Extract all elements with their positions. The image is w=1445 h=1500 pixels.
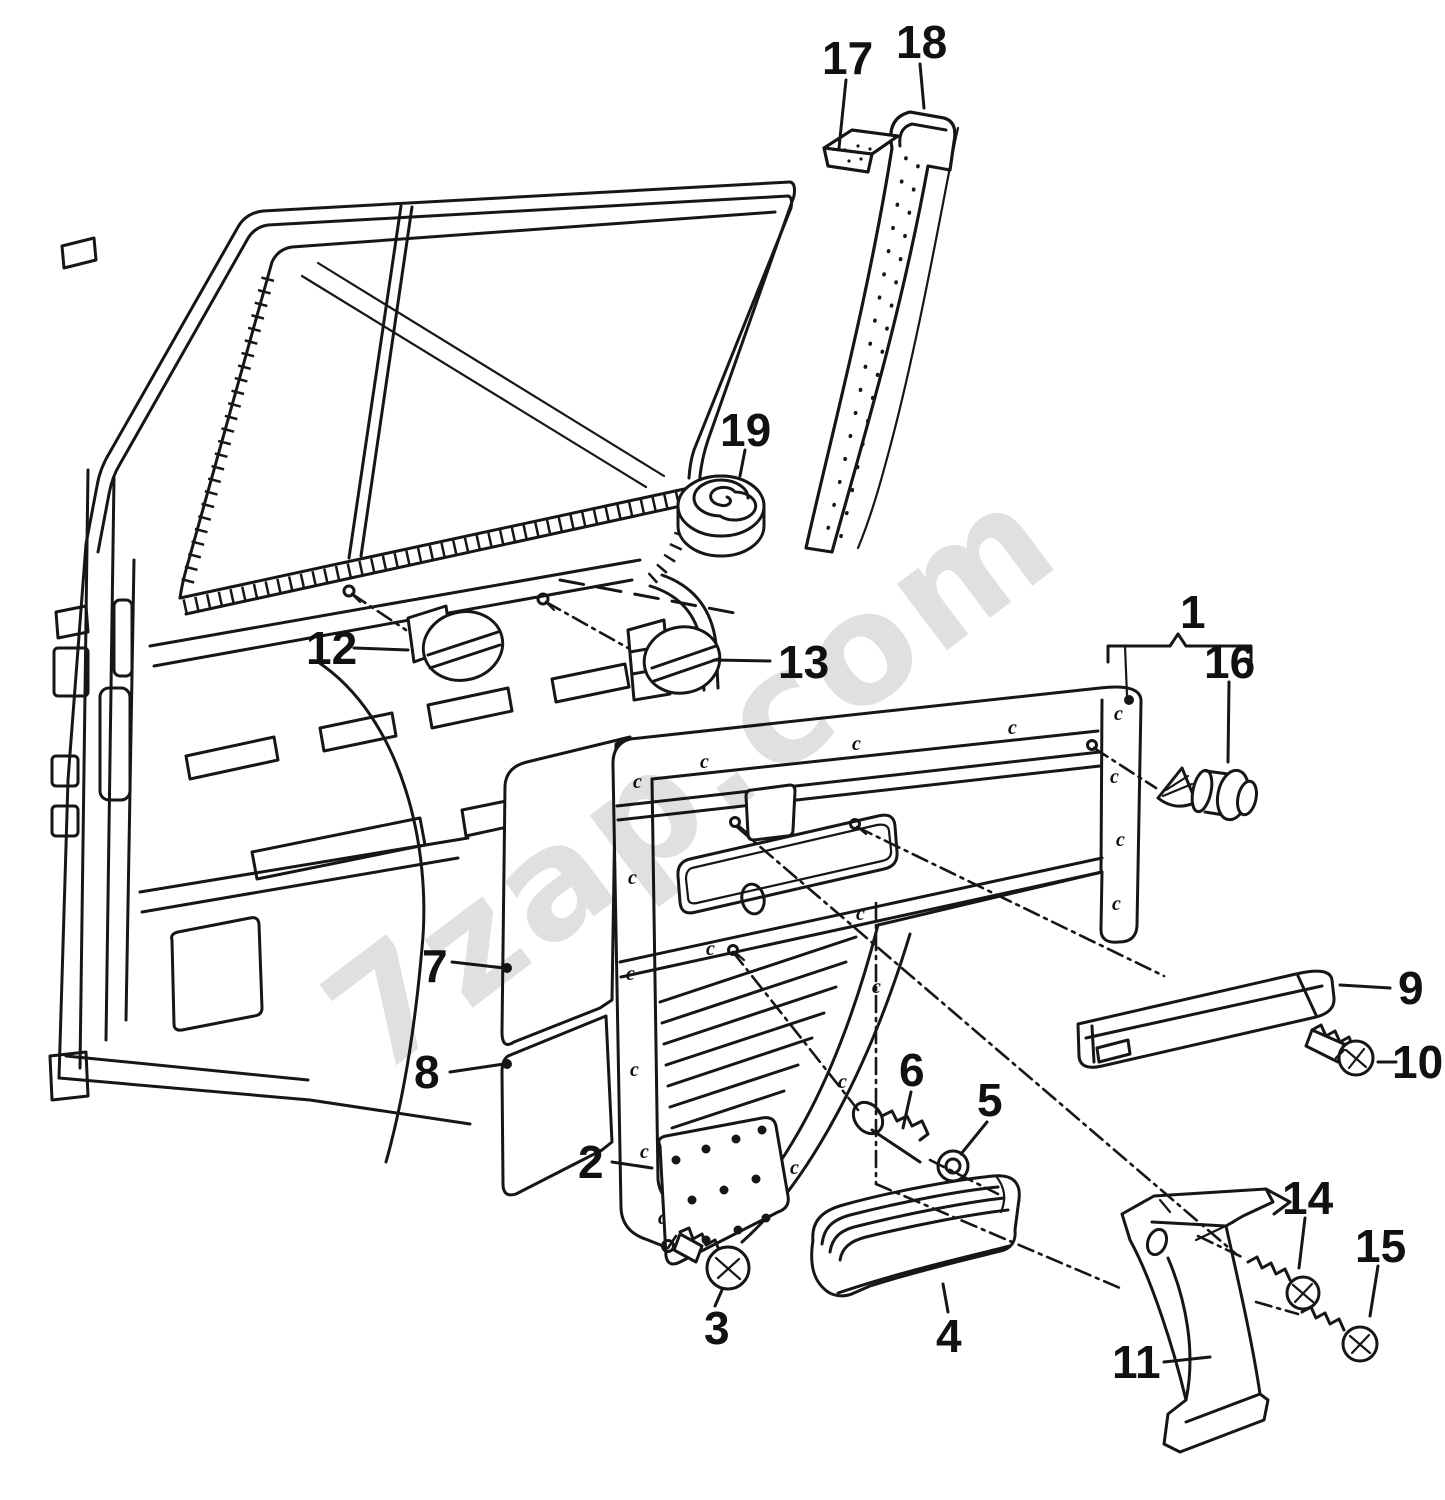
backing-panel-lower xyxy=(500,1014,614,1197)
callout-1: 1 xyxy=(1180,586,1206,638)
callout-13: 13 xyxy=(778,636,829,688)
callout-4: 4 xyxy=(936,1310,962,1362)
window-seal-roll xyxy=(676,474,766,558)
hole-marker: c xyxy=(1114,703,1123,725)
hole-marker: c xyxy=(1112,893,1121,915)
hole-marker: c xyxy=(790,1157,799,1179)
hole-marker: c xyxy=(838,1071,847,1093)
armrest-rail xyxy=(1076,969,1336,1069)
hole-marker: c xyxy=(628,867,637,889)
callout-1-bracket xyxy=(1106,632,1253,664)
screw-6 xyxy=(851,1100,930,1164)
callout-15: 15 xyxy=(1355,1220,1406,1272)
washer-5 xyxy=(936,1149,970,1183)
callout-14: 14 xyxy=(1282,1172,1334,1224)
callout-3: 3 xyxy=(704,1302,730,1354)
hole-marker: c xyxy=(630,1059,639,1081)
callout-5: 5 xyxy=(977,1074,1003,1126)
callout-6: 6 xyxy=(899,1044,925,1096)
callout-labels: 1 2 3 4 5 6 7 8 9 10 11 12 13 14 15 16 1… xyxy=(306,16,1443,1388)
callout-16: 16 xyxy=(1204,636,1255,688)
callout-11: 11 xyxy=(1112,1336,1161,1388)
leader-lines xyxy=(350,592,1346,1316)
hole-marker: c xyxy=(856,903,865,925)
hole-marker: c xyxy=(626,963,635,985)
hole-marker: c xyxy=(1008,717,1017,739)
callout-18: 18 xyxy=(896,16,947,68)
hole-marker: c xyxy=(706,938,715,960)
callout-2: 2 xyxy=(578,1136,604,1188)
mounting-plate xyxy=(657,1116,790,1266)
hole-marker: c xyxy=(1110,766,1119,788)
callout-10: 10 xyxy=(1392,1036,1443,1088)
armrest xyxy=(810,1174,1021,1298)
window-guide-strip xyxy=(804,110,960,554)
trim-clip xyxy=(1156,766,1258,822)
door-trim-panel: c c c c c c c c c c c c c c c c c c xyxy=(611,685,1143,1251)
screw-15 xyxy=(1300,1305,1379,1363)
screw-10 xyxy=(1304,1023,1375,1077)
callout-8: 8 xyxy=(414,1046,440,1098)
grommet-13 xyxy=(536,592,722,702)
screw-14 xyxy=(1246,1255,1321,1311)
callout-7: 7 xyxy=(422,940,448,992)
pull-bracket xyxy=(1120,1187,1292,1454)
hole-marker: c xyxy=(700,751,709,773)
screw-3 xyxy=(672,1226,751,1291)
callout-9: 9 xyxy=(1398,962,1424,1014)
hole-marker: c xyxy=(852,733,861,755)
callout-19: 19 xyxy=(720,404,771,456)
door-shell xyxy=(48,180,796,1164)
callout-17: 17 xyxy=(822,32,873,84)
grommet-12 xyxy=(342,584,505,682)
callout-12: 12 xyxy=(306,622,357,674)
backing-panel-upper xyxy=(500,735,632,1046)
hole-marker: c xyxy=(633,771,642,793)
hole-marker: c xyxy=(640,1141,649,1163)
hole-marker: c xyxy=(1116,829,1125,851)
guide-strip-end-piece xyxy=(822,128,900,174)
